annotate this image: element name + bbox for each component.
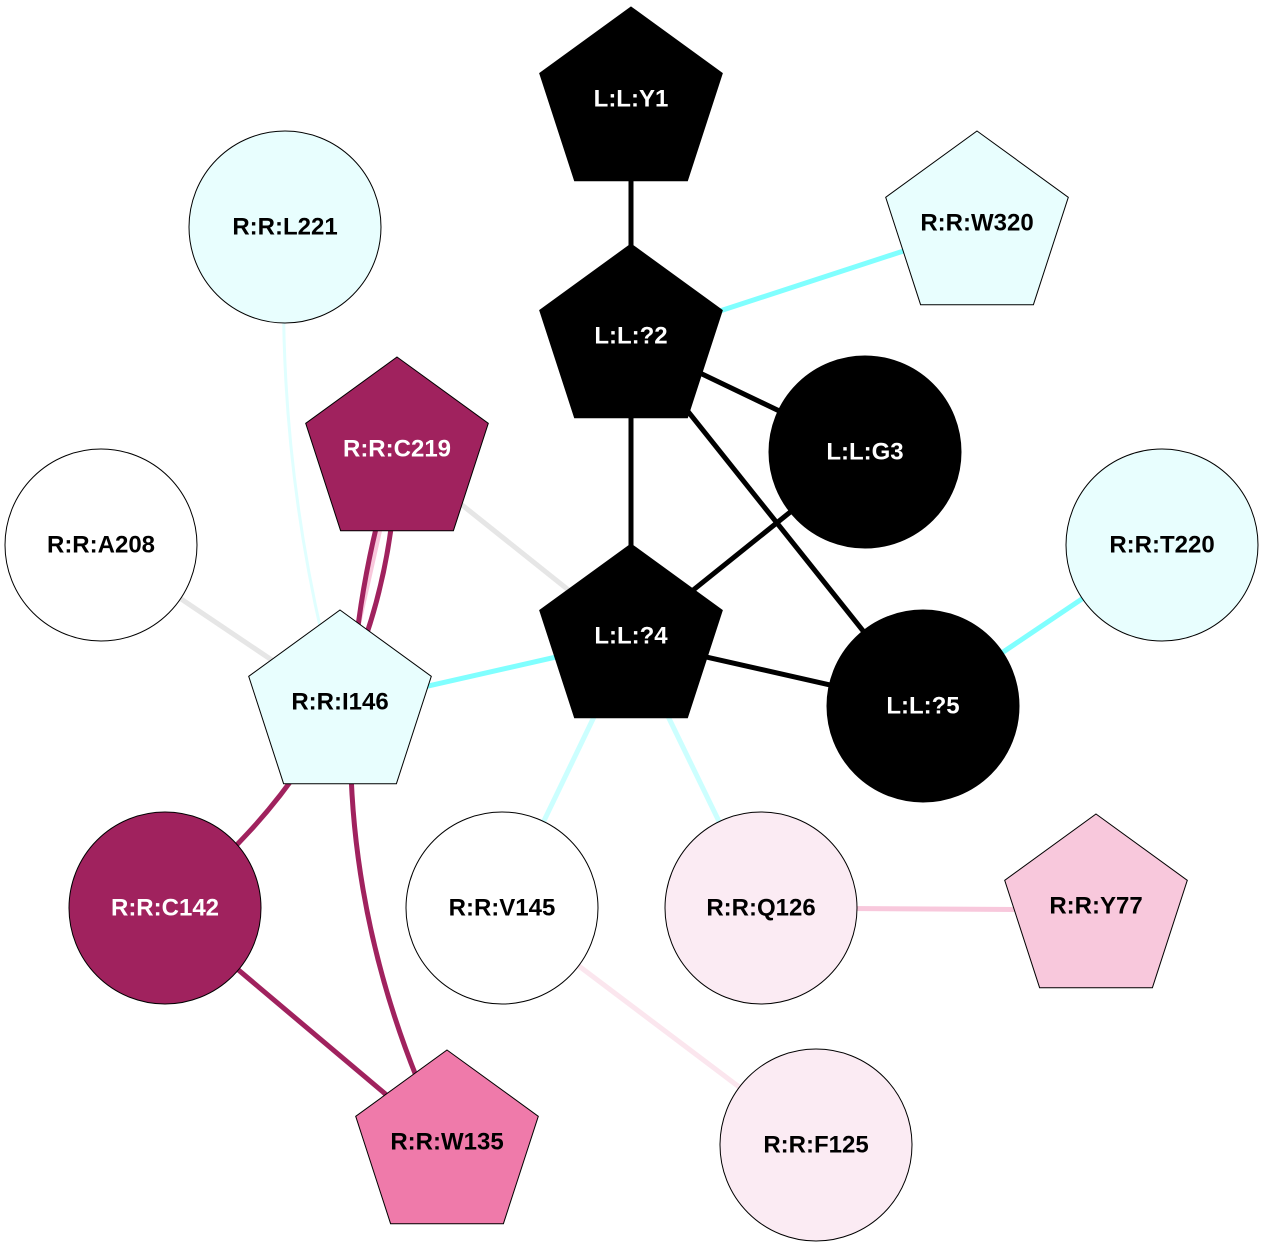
- node-r-r-i146[interactable]: R:R:I146: [248, 609, 432, 785]
- node-label: R:R:Q126: [706, 895, 815, 922]
- node-label: R:R:A208: [47, 532, 155, 559]
- edge-r-r-c219-r-r-w135: [348, 452, 450, 1148]
- pentagon-shape: [885, 130, 1069, 306]
- circle-shape: [188, 130, 382, 324]
- node-label: R:R:Y77: [1049, 893, 1142, 920]
- circle-shape: [664, 811, 858, 1005]
- node-r-r-v145[interactable]: R:R:V145: [405, 811, 599, 1005]
- node-r-r-l221[interactable]: R:R:L221: [188, 130, 382, 324]
- pentagon-shape: [539, 243, 723, 419]
- circle-shape: [719, 1048, 913, 1242]
- node-r-r-c219[interactable]: R:R:C219: [305, 356, 489, 532]
- node-label: R:R:W320: [920, 210, 1033, 237]
- node-r-r-w135[interactable]: R:R:W135: [355, 1049, 539, 1225]
- node-l-l-y1[interactable]: L:L:Y1: [539, 6, 723, 182]
- circle-shape: [4, 448, 198, 642]
- node-r-r-t220[interactable]: R:R:T220: [1065, 448, 1259, 642]
- node-label: R:R:L221: [232, 214, 337, 241]
- node-l-l-4[interactable]: L:L:?4: [539, 543, 723, 719]
- pentagon-shape: [248, 609, 432, 785]
- circle-shape: [768, 355, 962, 549]
- node-label: L:L:G3: [826, 439, 903, 466]
- node-r-r-a208[interactable]: R:R:A208: [4, 448, 198, 642]
- node-label: L:L:Y1: [594, 86, 669, 113]
- pentagon-shape: [539, 543, 723, 719]
- node-label: R:R:C219: [343, 436, 451, 463]
- node-label: L:L:?2: [594, 323, 667, 350]
- node-label: R:R:V145: [449, 895, 556, 922]
- node-label: R:R:T220: [1109, 532, 1214, 559]
- node-l-l-2[interactable]: L:L:?2: [539, 243, 723, 419]
- node-r-r-w320[interactable]: R:R:W320: [885, 130, 1069, 306]
- pentagon-shape: [305, 356, 489, 532]
- node-r-r-c142[interactable]: R:R:C142: [68, 811, 262, 1005]
- circle-shape: [405, 811, 599, 1005]
- node-label: L:L:?5: [886, 693, 959, 720]
- circle-shape: [68, 811, 262, 1005]
- pentagon-shape: [1004, 813, 1188, 989]
- circle-shape: [1065, 448, 1259, 642]
- node-label: R:R:C142: [111, 895, 219, 922]
- node-label: R:R:F125: [763, 1132, 868, 1159]
- node-r-r-q126[interactable]: R:R:Q126: [664, 811, 858, 1005]
- nodes-layer: L:L:Y1L:L:?2L:L:G3L:L:?4L:L:?5R:R:W320R:…: [4, 6, 1259, 1242]
- node-l-l-g3[interactable]: L:L:G3: [768, 355, 962, 549]
- node-label: R:R:W135: [390, 1129, 503, 1156]
- pentagon-shape: [355, 1049, 539, 1225]
- node-r-r-f125[interactable]: R:R:F125: [719, 1048, 913, 1242]
- pentagon-shape: [539, 6, 723, 182]
- node-l-l-5[interactable]: L:L:?5: [826, 609, 1020, 803]
- circle-shape: [826, 609, 1020, 803]
- node-label: L:L:?4: [594, 623, 668, 650]
- node-label: R:R:I146: [291, 689, 388, 716]
- node-r-r-y77[interactable]: R:R:Y77: [1004, 813, 1188, 989]
